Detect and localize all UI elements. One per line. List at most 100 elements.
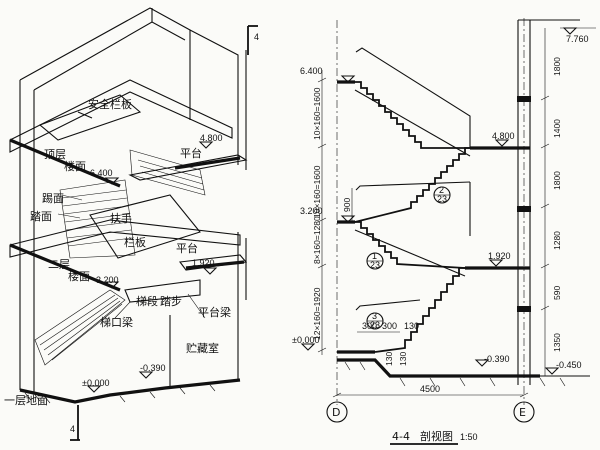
platform-top-slab — [128, 154, 248, 181]
label-handrail: 扶手 — [110, 211, 132, 225]
elev-marker-0000 — [86, 385, 102, 393]
rail-leader — [77, 111, 93, 119]
flight-upper-return — [354, 147, 470, 223]
label-second-floor: 二层 — [48, 258, 70, 271]
flight-upper-soffit — [354, 89, 471, 157]
drawing-scale: 1:50 — [460, 432, 478, 442]
right-wall-top — [189, 29, 239, 165]
elev-marker-3200r — [340, 215, 356, 223]
elev-marker-m0450r — [544, 367, 560, 375]
elev-1920: 1.920 — [488, 251, 511, 261]
middle-flight — [59, 179, 136, 259]
dim-step-2: 300 — [382, 321, 397, 331]
axis-bubble-e — [513, 401, 535, 423]
elev-marker-6400r — [340, 75, 356, 83]
ground-section-line — [337, 358, 540, 378]
middle-rail-panel — [89, 194, 201, 259]
label-floor: 楼面 — [64, 159, 86, 173]
elev-marker-0000r — [300, 343, 316, 351]
dim-step-4: 130 — [384, 352, 394, 366]
dim-left-1: 10×160=1600 — [312, 87, 322, 140]
label-elev-6400: 6.400 — [90, 168, 113, 178]
lower-flight-steps — [39, 294, 123, 361]
label-tread: 踏面 — [30, 209, 52, 223]
label-second-floor-b: 楼面 — [68, 269, 90, 283]
stair-beam-block — [124, 279, 201, 303]
handrail-upper — [355, 47, 471, 148]
dim-right-4: 1280 — [552, 231, 562, 250]
elev-marker-1920 — [202, 267, 218, 275]
label-elev-0000: ±0.000 — [82, 378, 109, 388]
axis-label-e: E — [519, 406, 526, 419]
flight-lower-soffit — [354, 229, 466, 277]
label-step: 踏步 — [160, 294, 182, 308]
detail-1-bottom: 23 — [370, 260, 380, 270]
platform-beam-leader — [187, 293, 206, 319]
top-floor-slab — [9, 79, 233, 153]
label-platform-top: 平台 — [180, 146, 202, 160]
detail-2-bottom: 23 — [437, 194, 447, 204]
ground-leader — [23, 394, 29, 399]
flight-lower — [355, 221, 466, 269]
dim-right-1: 1800 — [552, 57, 562, 76]
ground-hatch — [24, 384, 216, 404]
top-wall-outline — [19, 7, 191, 120]
label-top-floor: 顶层 — [44, 148, 66, 161]
label-flight: 梯段 — [136, 294, 158, 308]
dim-step-1: 300 — [362, 321, 377, 331]
ground-section-hatch — [344, 361, 566, 387]
dim-step-3: 130 — [404, 321, 419, 331]
dim-width-tick-r — [519, 392, 529, 398]
elev-marker-3200 — [104, 281, 120, 289]
section-mark-top: 4 — [254, 32, 259, 42]
elev-marker-1920r — [488, 259, 504, 267]
label-rail-panel: 栏板 — [124, 235, 146, 249]
label-ground: 一层地面 — [4, 394, 48, 407]
second-floor-cut-edge — [9, 243, 121, 292]
top-floor-cut-edge — [9, 138, 121, 188]
detail-1-top: 1 — [372, 251, 377, 261]
elev-marker-m0390 — [138, 371, 154, 379]
detail-3-bottom: 23 — [370, 320, 380, 330]
riser-leader — [61, 194, 83, 201]
dim-right-2: 1400 — [552, 119, 562, 138]
detail-3-top: 3 — [372, 311, 377, 321]
ground-line — [19, 378, 241, 404]
elev-3200: 3.200 — [300, 206, 323, 216]
label-safety-rail: 安全栏板 — [88, 97, 132, 111]
dim-right-3: 1800 — [552, 171, 562, 190]
dim-width: 4500 — [420, 384, 440, 394]
section-view-4-4: 7.760 6.400 4.800 3.200 1.920 ±0.000 -0.… — [292, 18, 596, 445]
elev-marker-m0390r — [474, 359, 490, 367]
dim-left-5: 900 — [342, 198, 352, 212]
label-elev-3200: 3.200 — [96, 275, 119, 285]
tread-leader — [57, 213, 81, 219]
dim-width-tick-l — [332, 392, 342, 398]
section-mark-bottom: 4 — [70, 424, 75, 434]
elev-m0390: -0.390 — [484, 354, 510, 364]
safety-rail-panel — [38, 94, 142, 141]
top-wall-inner — [33, 21, 186, 91]
label-riser: 踢面 — [42, 192, 64, 205]
flight-bottom — [374, 267, 465, 353]
elev-marker-4800r — [494, 139, 510, 147]
label-elev-m0390: -0.390 — [140, 363, 166, 373]
platform-top-edge — [174, 156, 241, 170]
elev-0000: ±0.000 — [292, 335, 319, 345]
axis-bubble-d — [326, 401, 348, 423]
dim-step-5: 130 — [398, 352, 408, 366]
upper-flight-top — [129, 149, 206, 196]
elev-7760: 7.760 — [566, 34, 589, 44]
upper-flight-steps — [137, 159, 205, 191]
label-storage: 贮藏室 — [186, 341, 219, 355]
stair-beam-leader — [114, 301, 131, 319]
dim-ticks-left — [317, 77, 327, 353]
handrail-low — [355, 299, 421, 311]
label-platform-beam: 平台梁 — [198, 305, 231, 319]
label-stair-beam: 梯口梁 — [100, 315, 133, 329]
elev-marker-6400 — [104, 177, 120, 185]
dim-right-6: 1350 — [552, 333, 562, 352]
isometric-stair-view: 4 4 — [4, 7, 259, 441]
handrail-mid — [355, 181, 471, 191]
